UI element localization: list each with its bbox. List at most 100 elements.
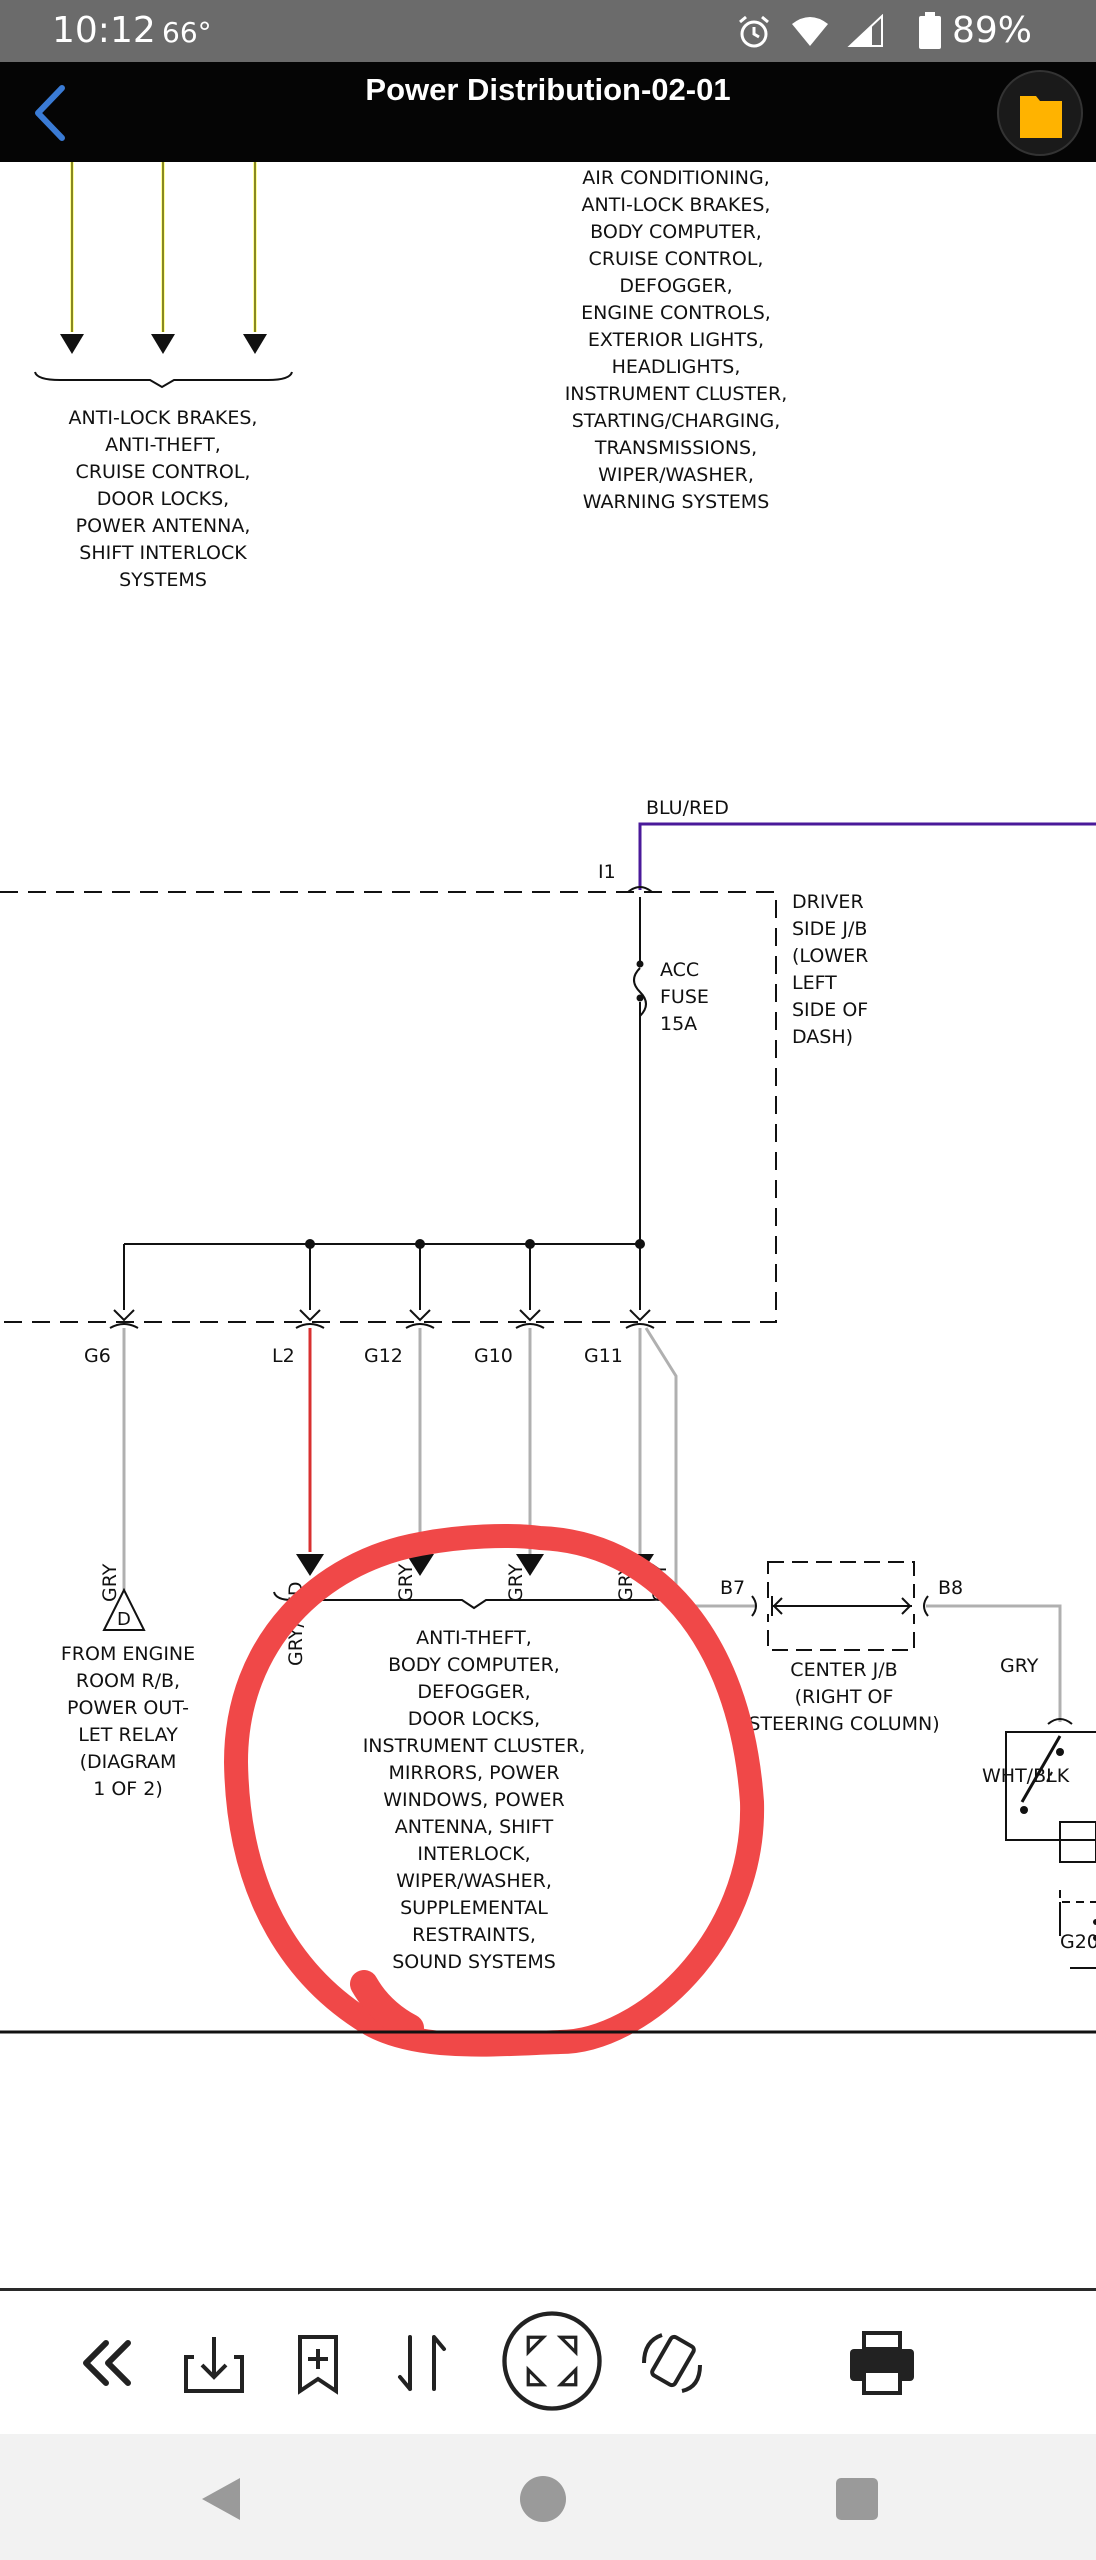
d-marker-label: D [117, 1609, 131, 1630]
diagram-text-line: ANTI-LOCK BRAKES, [582, 194, 771, 216]
b7-label: B7 [720, 1577, 745, 1599]
download-icon[interactable] [164, 2313, 264, 2413]
wire-blu-red-label: BLU/RED [646, 797, 729, 819]
diagram-text-line: HEADLIGHTS, [612, 356, 741, 378]
wht-blk-label: WHT/BLK [982, 1765, 1070, 1787]
diagram-text-line: DOOR LOCKS, [97, 488, 229, 510]
status-temperature: 66° [162, 16, 212, 49]
print-icon[interactable] [832, 2313, 932, 2413]
diagram-text-line: WIPER/WASHER, [396, 1870, 552, 1892]
bookmark-add-icon[interactable] [268, 2313, 368, 2413]
diagram-text-line: SHIFT INTERLOCK [79, 542, 247, 564]
b8-label: B8 [938, 1577, 963, 1599]
wire-label-gry: GRY [1000, 1655, 1039, 1677]
diagram-text-line: EXTERIOR LIGHTS, [588, 329, 764, 351]
wifi-icon [792, 17, 828, 46]
diagram-text-line: TRANSMISSIONS, [594, 437, 757, 459]
recents-square-icon[interactable] [834, 2476, 880, 2522]
battery-percent: 89% [952, 10, 1033, 51]
system-nav-bar [0, 2434, 1096, 2560]
diagram-text-line: 15A [660, 1013, 697, 1035]
back-triangle-icon[interactable] [196, 2474, 250, 2524]
bottom-toolbar [0, 2288, 1096, 2438]
diagram-text-line: POWER ANTENNA, [76, 515, 251, 537]
yellow-wires [34, 162, 293, 389]
diagram-text-line: SUPPLEMENTAL [400, 1897, 548, 1919]
top-group-text: AIR CONDITIONING,ANTI-LOCK BRAKES,BODY C… [565, 167, 788, 513]
battery-icon [919, 12, 941, 49]
diagram-text-line: INTERLOCK, [417, 1843, 530, 1865]
double-chevron-left-icon[interactable] [58, 2313, 158, 2413]
diagram-text-line: DEFOGGER, [417, 1681, 530, 1703]
d-marker [102, 1587, 146, 1631]
diagram-text-line: POWER OUT- [67, 1697, 189, 1719]
diagram-text-line: DRIVER [792, 891, 864, 913]
ground-label: G20 [1060, 1931, 1096, 1953]
diagram-text-line: FROM ENGINE [61, 1643, 195, 1665]
wire-label-gry: GRY [505, 1563, 527, 1602]
wiring-diagram: ANTI-LOCK BRAKES, ANTI-THEFT, CRUISE CONTR… [0, 162, 1096, 2057]
connector-i1: I1 [598, 861, 616, 883]
diagram-text-line: ANTENNA, SHIFT [395, 1816, 554, 1838]
diagram-text-line: STEERING COLUMN) [748, 1713, 939, 1735]
fullscreen-icon[interactable] [498, 2307, 606, 2415]
diagram-text-line: SIDE J/B [792, 918, 867, 940]
chevron-left-icon[interactable] [28, 82, 72, 144]
diagram-text-line: SOUND SYSTEMS [392, 1951, 556, 1973]
diagram-text-line: FUSE [660, 986, 709, 1008]
rotate-icon[interactable] [622, 2313, 722, 2413]
diagram-text-line: LEFT [792, 972, 837, 994]
diagram-text-line: RESTRAINTS, [412, 1924, 536, 1946]
diagram-text-line: (RIGHT OF [795, 1686, 894, 1708]
diagram-text-line: LET RELAY [78, 1724, 178, 1746]
connector-label: L2 [272, 1345, 295, 1367]
diagram-text-line: CRUISE CONTROL, [76, 461, 251, 483]
status-time: 10:12 [52, 10, 156, 51]
acc-fuse [633, 960, 647, 1017]
signal-icon [847, 14, 883, 47]
diagram-text-line: WIPER/WASHER, [598, 464, 754, 486]
diagram-text-line: CENTER J/B [790, 1659, 897, 1681]
bottom-group-text: ANTI-THEFT, BODY COMPUTER, DEFOGGER, DOOR L… [363, 1627, 586, 1973]
ground-symbol [1059, 1821, 1096, 1969]
diagram-text-line: ANTI-THEFT, [416, 1627, 532, 1649]
switch-symbol [1005, 1718, 1096, 1841]
wire-label-gry: GRY [99, 1563, 121, 1602]
diagram-text-line: (DIAGRAM [80, 1751, 177, 1773]
diagram-text-line: SYSTEMS [119, 569, 207, 591]
page-title: Power Distribution-02-01 [365, 72, 731, 107]
sort-icon[interactable] [372, 2313, 472, 2413]
connector-label: G12 [364, 1345, 403, 1367]
diagram-text-line: AIR CONDITIONING, [582, 167, 769, 189]
diagram-text-line: ANTI-THEFT, [105, 434, 221, 456]
diagram-text-line: INSTRUMENT CLUSTER, [363, 1735, 586, 1757]
diagram-text-line: STARTING/CHARGING, [572, 410, 781, 432]
diagram-text-line: DEFOGGER, [619, 275, 732, 297]
wire-blu-red [638, 822, 1096, 890]
diagram-text-line: INSTRUMENT CLUSTER, [565, 383, 788, 405]
diagram-text-line: WINDOWS, POWER [383, 1789, 565, 1811]
diagram-text-line: DOOR LOCKS, [408, 1708, 540, 1730]
diagram-text-line: ANTI-LOCK BRAKES, [69, 407, 258, 429]
diagram-text-line: CRUISE CONTROL, [589, 248, 764, 270]
app-header: Power Distribution-02-01 [0, 62, 1096, 162]
connector-label: G6 [84, 1345, 111, 1367]
alarm-icon [739, 15, 769, 48]
folder-icon[interactable] [990, 68, 1090, 158]
diagram-text-line: 1 OF 2) [93, 1778, 163, 1800]
left-group-text: ANTI-LOCK BRAKES, ANTI-THEFT, CRUISE CONTR… [69, 407, 258, 591]
diagram-text-line: SIDE OF [792, 999, 868, 1021]
connector-label: G11 [584, 1345, 623, 1367]
from-engine-text: FROM ENGINE ROOM R/B, POWER OUT- LET RELAY (… [61, 1643, 195, 1800]
wire-label-gry: GRY [395, 1563, 417, 1602]
diagram-text-line: ROOM R/B, [76, 1670, 180, 1692]
home-circle-icon[interactable] [518, 2474, 568, 2524]
diagram-text-line: BODY COMPUTER, [388, 1654, 560, 1676]
diagram-text-line: ENGINE CONTROLS, [581, 302, 771, 324]
diagram-text-line: WARNING SYSTEMS [583, 491, 770, 513]
diagram-text-line: MIRRORS, POWER [388, 1762, 559, 1784]
driver-jb-box [0, 891, 777, 1323]
diagram-text-line: (LOWER [792, 945, 868, 967]
